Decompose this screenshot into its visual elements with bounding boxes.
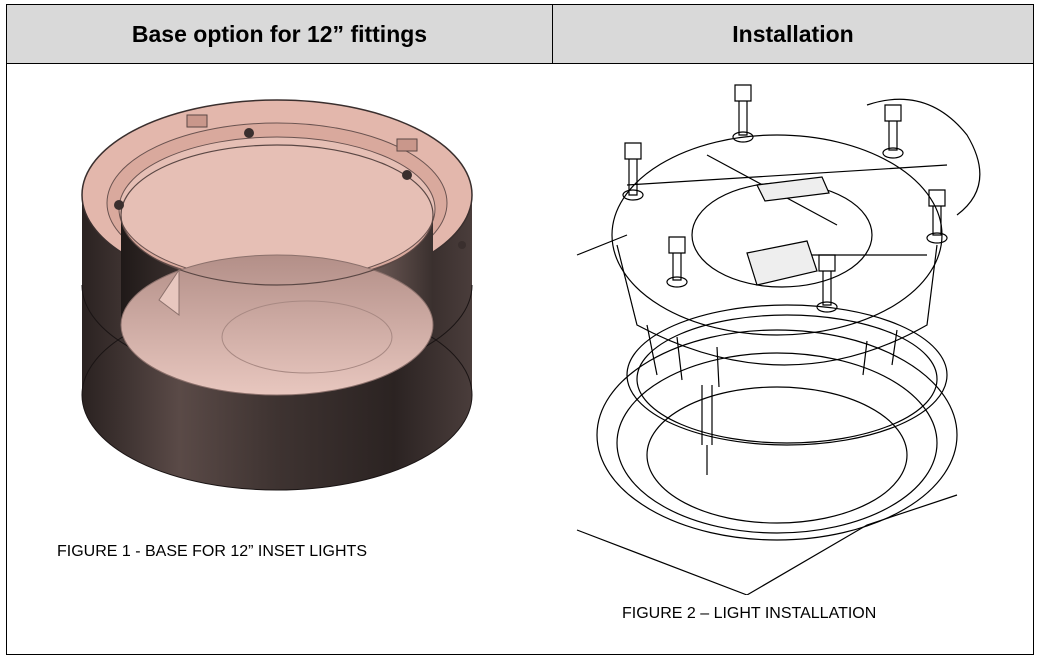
table-header: Base option for 12” fittings Installatio… — [7, 5, 1033, 64]
light-installation-drawing — [576, 84, 981, 595]
header-installation: Installation — [732, 21, 854, 47]
figure2-caption: FIGURE 2 – LIGHT INSTALLATION — [622, 605, 877, 622]
base-cylinder-illustration — [81, 99, 473, 491]
header-base-option: Base option for 12” fittings — [7, 5, 553, 63]
spec-table: Base option for 12” fittings Installatio… — [6, 4, 1034, 655]
figure1-caption: FIGURE 1 - BASE FOR 12” INSET LIGHTS — [57, 543, 367, 560]
